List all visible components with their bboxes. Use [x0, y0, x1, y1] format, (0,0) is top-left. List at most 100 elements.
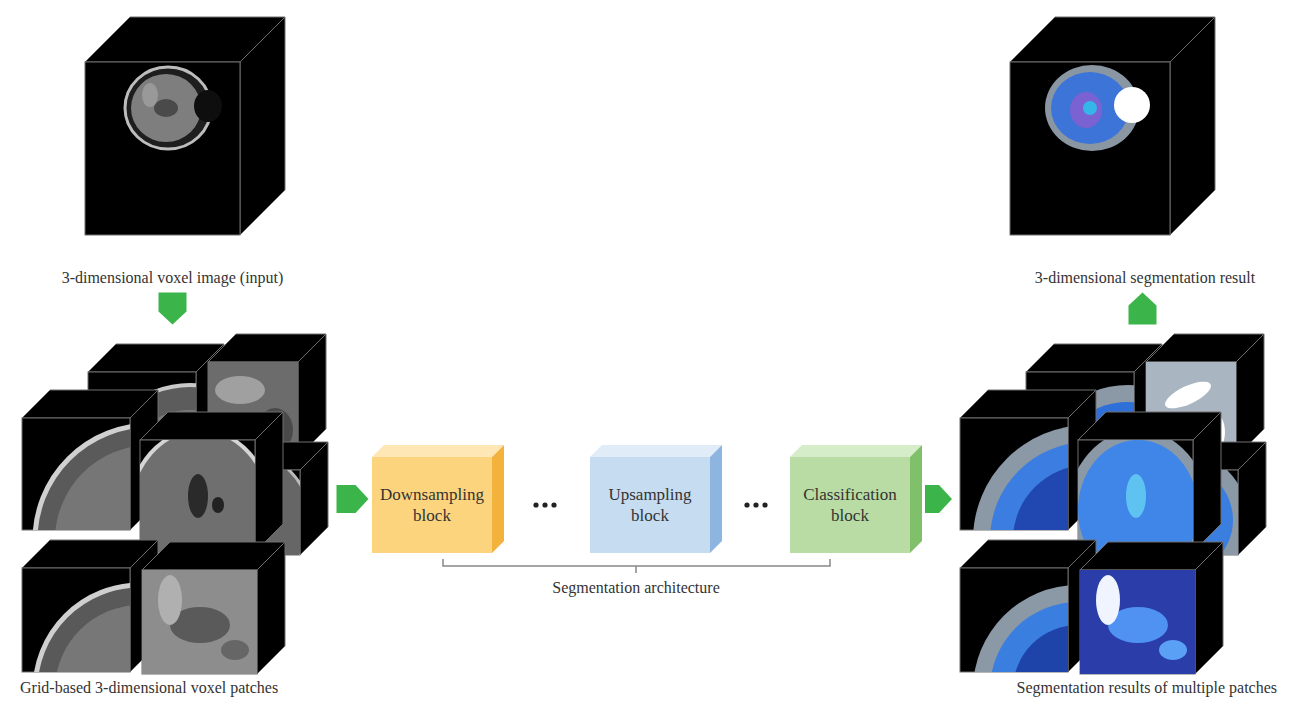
polygon-shape [1193, 412, 1221, 552]
downsampling-block: Downsampling block [372, 445, 504, 553]
circle-shape [973, 425, 1068, 530]
upsampling-block: Upsampling block [590, 445, 722, 553]
ellipse-shape [221, 640, 249, 660]
polygon-shape [240, 17, 285, 235]
ellipse-shape [1162, 376, 1215, 413]
figure-caption: Segmentation results of multiple patches [955, 678, 1277, 697]
circle-shape [1114, 87, 1150, 123]
flow-arrow [159, 293, 187, 325]
ellipse-shape [188, 474, 208, 518]
shape-group [142, 570, 257, 674]
polygon-shape [298, 334, 326, 457]
ellipse-shape [1078, 440, 1193, 552]
cube-side [710, 445, 722, 553]
cube-top [372, 445, 504, 457]
polygon-shape [257, 542, 285, 674]
circle-shape [35, 585, 130, 672]
input-patches [22, 334, 328, 702]
figure-caption: 3-dimensional voxel image (input) [15, 268, 330, 287]
rect-shape [85, 62, 240, 235]
bracket-label: Segmentation architecture [536, 578, 736, 597]
shape-group [973, 425, 1068, 530]
block-face: Upsampling block [590, 457, 710, 553]
ellipse-shape [140, 440, 255, 552]
polygon-shape [1236, 334, 1264, 457]
figure-caption: 3-dimensional segmentation result [1000, 268, 1290, 287]
block-face: Downsampling block [372, 457, 492, 553]
rect-shape [1010, 62, 1170, 235]
mri-slice [125, 67, 222, 149]
ellipse-shape [1078, 440, 1193, 552]
circle-shape [990, 602, 1068, 672]
input-cube [85, 17, 285, 235]
ellipse-shape [142, 83, 158, 107]
caption-box: Segmentation results of multiple patches [955, 678, 1285, 697]
flow-arrow [1129, 293, 1157, 325]
ellipse-shape [1126, 474, 1146, 518]
caption-box: 3-dimensional segmentation result [1000, 268, 1290, 287]
cube-side [910, 445, 922, 553]
ellipse-shape [212, 497, 224, 513]
ellipse-shape [131, 74, 201, 142]
block-label: Upsampling block [596, 484, 704, 526]
circle-shape [542, 502, 547, 507]
circle-shape [990, 442, 1068, 530]
block-label: Downsampling block [378, 484, 486, 526]
cube-front [790, 457, 910, 553]
circle-shape [1013, 465, 1068, 530]
cube-front [590, 457, 710, 553]
polygon-shape [1195, 542, 1223, 674]
shape-group [1080, 570, 1195, 674]
shape-group [35, 425, 130, 530]
rect-shape [1080, 570, 1195, 674]
circle-shape [973, 585, 1068, 672]
shape-group [1078, 440, 1193, 552]
circle-shape [551, 502, 556, 507]
ellipse-shape [1070, 92, 1102, 128]
patch-cube [1080, 542, 1223, 674]
ellipse-shape [215, 376, 265, 404]
circle-shape [55, 445, 130, 530]
cube-top [790, 445, 922, 457]
figure-caption: Grid-based 3-dimensional voxel patches [20, 678, 333, 697]
circle-shape [744, 502, 749, 507]
shape-group [35, 585, 130, 672]
circle-shape [762, 502, 767, 507]
cube-side [492, 445, 504, 553]
cube-top [590, 445, 722, 457]
block-label: Classification block [796, 484, 904, 526]
output-patches [960, 334, 1266, 702]
shape-group [973, 585, 1068, 672]
classification-block: Classification block [790, 445, 922, 553]
ellipse-shape [1096, 575, 1120, 625]
caption-box: Grid-based 3-dimensional voxel patches [15, 678, 333, 697]
block-face: Classification block [790, 457, 910, 553]
circle-shape [35, 425, 130, 530]
bracket [443, 559, 830, 573]
rect-shape [142, 570, 257, 674]
ellipse-shape [194, 90, 222, 122]
shape-group [140, 440, 255, 552]
segmentation-volume: 3-dimensional segmentation result [1000, 15, 1290, 287]
flow-arrow [337, 485, 369, 513]
output-cube [1010, 17, 1215, 235]
rect-shape [1080, 570, 1195, 674]
polygon-shape [1238, 442, 1266, 555]
flow-arrow [925, 485, 952, 513]
caption-box: 3-dimensional voxel image (input) [15, 268, 330, 287]
circle-shape [753, 502, 758, 507]
input-volume: 3-dimensional voxel image (input) [15, 15, 330, 287]
rect-shape [142, 570, 257, 674]
ellipse-shape [154, 99, 178, 117]
polygon-shape [1170, 17, 1215, 235]
cube-front [372, 457, 492, 553]
circle-shape [1083, 101, 1097, 115]
circle-shape [533, 502, 538, 507]
circle-shape [55, 605, 130, 672]
segmented-patches: Segmentation results of multiple patches [955, 330, 1285, 697]
patch-cube [142, 542, 285, 674]
ellipse-shape [158, 575, 182, 625]
